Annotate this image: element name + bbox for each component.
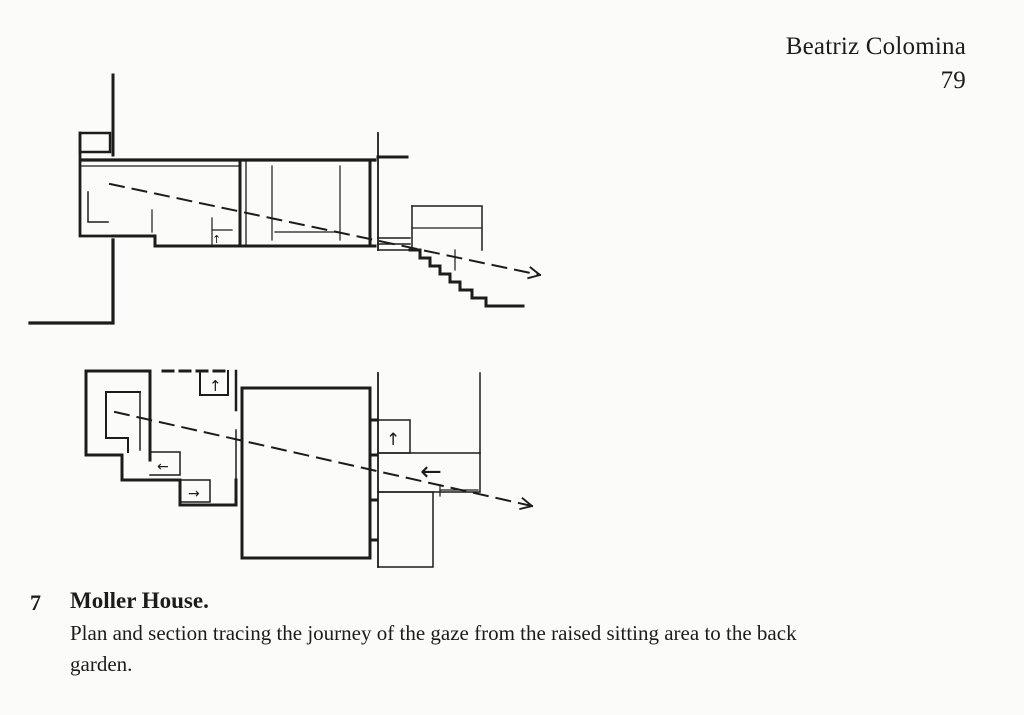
author-name: Beatriz Colomina <box>785 33 966 60</box>
architectural-drawing: ↑ ← → ↑ ← ↑ <box>28 73 600 568</box>
figure-number: 7 <box>30 590 41 615</box>
arrow-left-icon: ← <box>157 459 169 475</box>
arrow-up-icon: ↑ <box>386 430 400 450</box>
arrow-up-icon: ↑ <box>209 377 222 395</box>
arrow-up-icon: ↑ <box>212 233 221 246</box>
arrow-right-icon: → <box>188 486 200 502</box>
figure-title: Moller House. <box>70 588 209 613</box>
running-head: Beatriz Colomina 79 <box>786 30 966 98</box>
arrow-left-icon: ← <box>420 457 442 487</box>
page-number: 79 <box>940 67 966 94</box>
figure-caption-text: Plan and section tracing the journey of … <box>70 621 797 676</box>
plan-drawing <box>84 369 532 568</box>
direction-arrows: ↑ ← → ↑ ← ↑ <box>157 233 442 502</box>
section-drawing <box>28 73 540 325</box>
